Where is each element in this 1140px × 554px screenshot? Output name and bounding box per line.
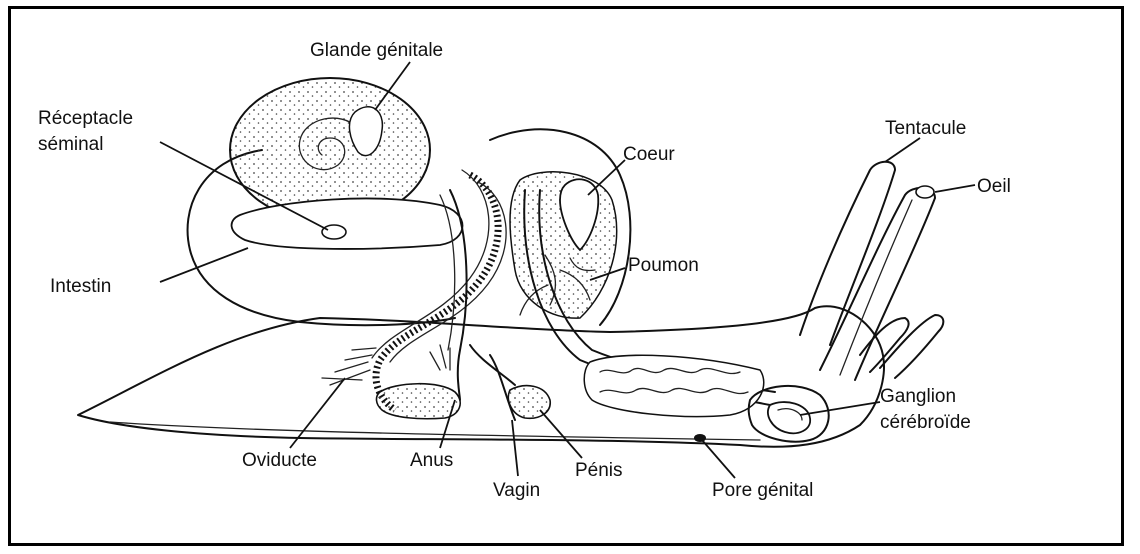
leader-intestin bbox=[160, 248, 248, 282]
penis-duct bbox=[470, 345, 515, 385]
label-vagin: Vagin bbox=[493, 480, 540, 501]
leader-pore-genital bbox=[702, 440, 735, 478]
label-receptacle-line2: séminal bbox=[38, 134, 103, 155]
upper-tentacle-left bbox=[800, 162, 895, 345]
leader-ganglion bbox=[800, 402, 880, 415]
label-ganglion-line1: Ganglion bbox=[880, 386, 956, 407]
leader-tentacule bbox=[885, 138, 920, 162]
leader-oeil bbox=[935, 185, 975, 192]
digestive-gland bbox=[584, 355, 764, 416]
label-tentacule: Tentacule bbox=[885, 118, 966, 139]
label-intestin: Intestin bbox=[50, 276, 111, 297]
label-anus: Anus bbox=[410, 450, 453, 471]
label-poumon: Poumon bbox=[628, 255, 699, 276]
label-ganglion-line2: cérébroïde bbox=[880, 412, 971, 433]
seminal-receptacle-organ bbox=[322, 225, 346, 239]
vagina-duct bbox=[490, 355, 515, 420]
oviduct-gland bbox=[376, 384, 460, 419]
genital-pore-organ bbox=[694, 434, 706, 442]
eye bbox=[916, 186, 934, 198]
label-pore-genital: Pore génital bbox=[712, 480, 813, 501]
cerebral-ganglion-organ bbox=[768, 402, 810, 433]
label-glande-genitale: Glande génitale bbox=[310, 40, 443, 61]
leader-vagin bbox=[512, 420, 518, 476]
leader-penis bbox=[540, 410, 582, 458]
foot-sole bbox=[110, 422, 760, 440]
label-oeil: Oeil bbox=[977, 176, 1011, 197]
label-coeur: Coeur bbox=[623, 144, 675, 165]
label-oviducte: Oviducte bbox=[242, 450, 317, 471]
leader-coeur bbox=[588, 160, 625, 195]
upper-tentacle-right bbox=[820, 188, 935, 380]
label-penis: Pénis bbox=[575, 460, 623, 481]
label-receptacle-line1: Réceptacle bbox=[38, 108, 133, 129]
oviduct-branches bbox=[322, 345, 450, 385]
